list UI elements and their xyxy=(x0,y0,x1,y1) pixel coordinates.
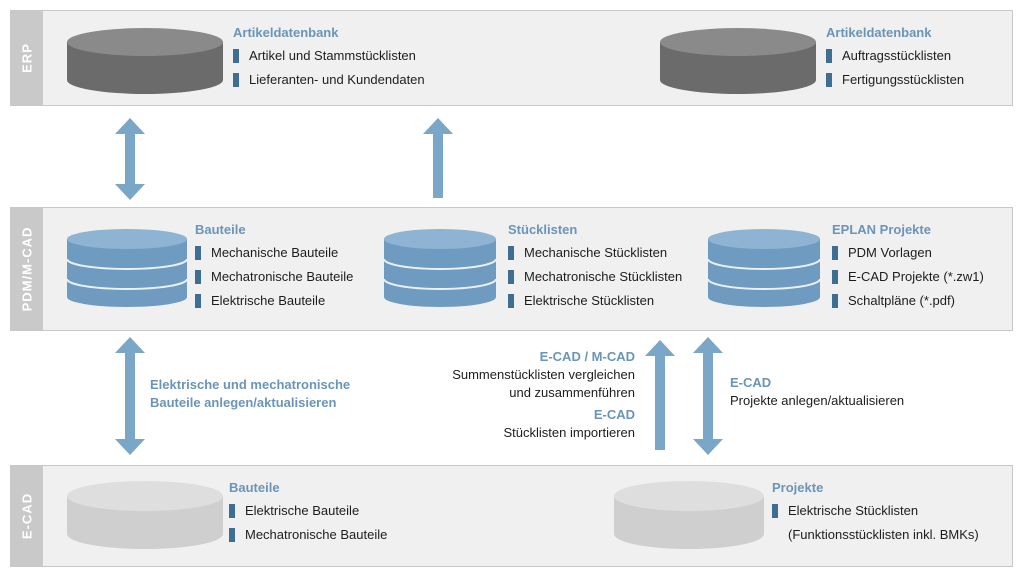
note-middle-heading: E-CAD / M-CAD xyxy=(539,349,635,364)
erp-left-item: Lieferanten- und Kundendaten xyxy=(233,68,425,92)
pdm-left-item: Mechatronische Bauteile xyxy=(195,265,353,289)
erp-right-item: Auftragsstücklisten xyxy=(826,44,964,68)
pdm-middle-item: Elektrische Stücklisten xyxy=(508,289,682,313)
pdm-middle-title: Stücklisten xyxy=(508,222,578,237)
pdm-left-title: Bauteile xyxy=(195,222,246,237)
ecad-label: E-CAD xyxy=(11,466,43,566)
note-middle: E-CAD / M-CAD Summenstücklisten vergleic… xyxy=(452,348,635,442)
ecad-right-item: Elektrische Stücklisten xyxy=(772,499,979,523)
double-arrow-icon xyxy=(115,118,145,200)
pdm-left-item: Elektrische Bauteile xyxy=(195,289,353,313)
erp-label: ERP xyxy=(11,11,43,105)
note-middle-text: Stücklisten importieren xyxy=(503,425,636,440)
pdm-left-info: Bauteile Mechanische Bauteile Mechatroni… xyxy=(195,221,353,313)
pdm-right-item: PDM Vorlagen xyxy=(832,241,984,265)
ecad-left-item: Elektrische Bauteile xyxy=(229,499,387,523)
ecad-left-item: Mechatronische Bauteile xyxy=(229,523,387,547)
double-arrow-icon xyxy=(693,337,723,455)
ecad-left-info: Bauteile Elektrische Bauteile Mechatroni… xyxy=(229,479,387,547)
pdm-right-item: Schaltpläne (*.pdf) xyxy=(832,289,984,313)
erp-label-text: ERP xyxy=(19,43,35,73)
erp-right-info: Artikeldatenbank Auftragsstücklisten Fer… xyxy=(826,24,964,92)
erp-right-title: Artikeldatenbank xyxy=(826,25,932,40)
note-middle-text: Summenstücklisten vergleichen xyxy=(452,367,635,382)
erp-database-right-icon xyxy=(660,28,816,94)
note-left-line1: Elektrische und mechatronische xyxy=(150,377,351,392)
pdm-database-middle-icon xyxy=(384,229,496,307)
pdm-label: PDM/M-CAD xyxy=(11,208,43,330)
pdm-middle-info: Stücklisten Mechanische Stücklisten Mech… xyxy=(508,221,682,313)
note-right: E-CAD Projekte anlegen/aktualisieren xyxy=(730,374,904,410)
pdm-middle-item: Mechanische Stücklisten xyxy=(508,241,682,265)
pdm-left-item: Mechanische Bauteile xyxy=(195,241,353,265)
erp-left-item: Artikel und Stammstücklisten xyxy=(233,44,425,68)
up-arrow-icon xyxy=(423,118,453,198)
pdm-right-item: E-CAD Projekte (*.zw1) xyxy=(832,265,984,289)
pdm-label-text: PDM/M-CAD xyxy=(19,226,35,312)
pdm-right-info: EPLAN Projekte PDM Vorlagen E-CAD Projek… xyxy=(832,221,984,313)
ecad-left-title: Bauteile xyxy=(229,480,280,495)
erp-database-left-icon xyxy=(67,28,223,94)
note-right-heading: E-CAD xyxy=(730,375,772,390)
ecad-right-title: Projekte xyxy=(772,480,824,495)
ecad-label-text: E-CAD xyxy=(19,492,35,540)
ecad-database-left-icon xyxy=(67,481,223,549)
double-arrow-icon xyxy=(115,337,145,455)
note-left-line2: Bauteile anlegen/aktualisieren xyxy=(150,395,337,410)
pdm-database-right-icon xyxy=(708,229,820,307)
ecad-right-item: (Funktionsstücklisten inkl. BMKs) xyxy=(788,527,979,542)
erp-left-info: Artikeldatenbank Artikel und Stammstückl… xyxy=(233,24,425,92)
pdm-right-title: EPLAN Projekte xyxy=(832,222,931,237)
ecad-right-info: Projekte Elektrische Stücklisten (Funkti… xyxy=(772,479,979,547)
up-arrow-icon xyxy=(645,340,675,450)
ecad-database-right-icon xyxy=(614,481,764,549)
pdm-database-left-icon xyxy=(67,229,187,307)
note-left: Elektrische und mechatronische Bauteile … xyxy=(150,376,350,412)
note-middle-heading: E-CAD xyxy=(593,407,635,422)
erp-left-title: Artikeldatenbank xyxy=(233,25,339,40)
erp-right-item: Fertigungsstücklisten xyxy=(826,68,964,92)
note-right-text: Projekte anlegen/aktualisieren xyxy=(730,393,905,408)
pdm-middle-item: Mechatronische Stücklisten xyxy=(508,265,682,289)
note-middle-text: und zusammenführen xyxy=(509,385,635,400)
